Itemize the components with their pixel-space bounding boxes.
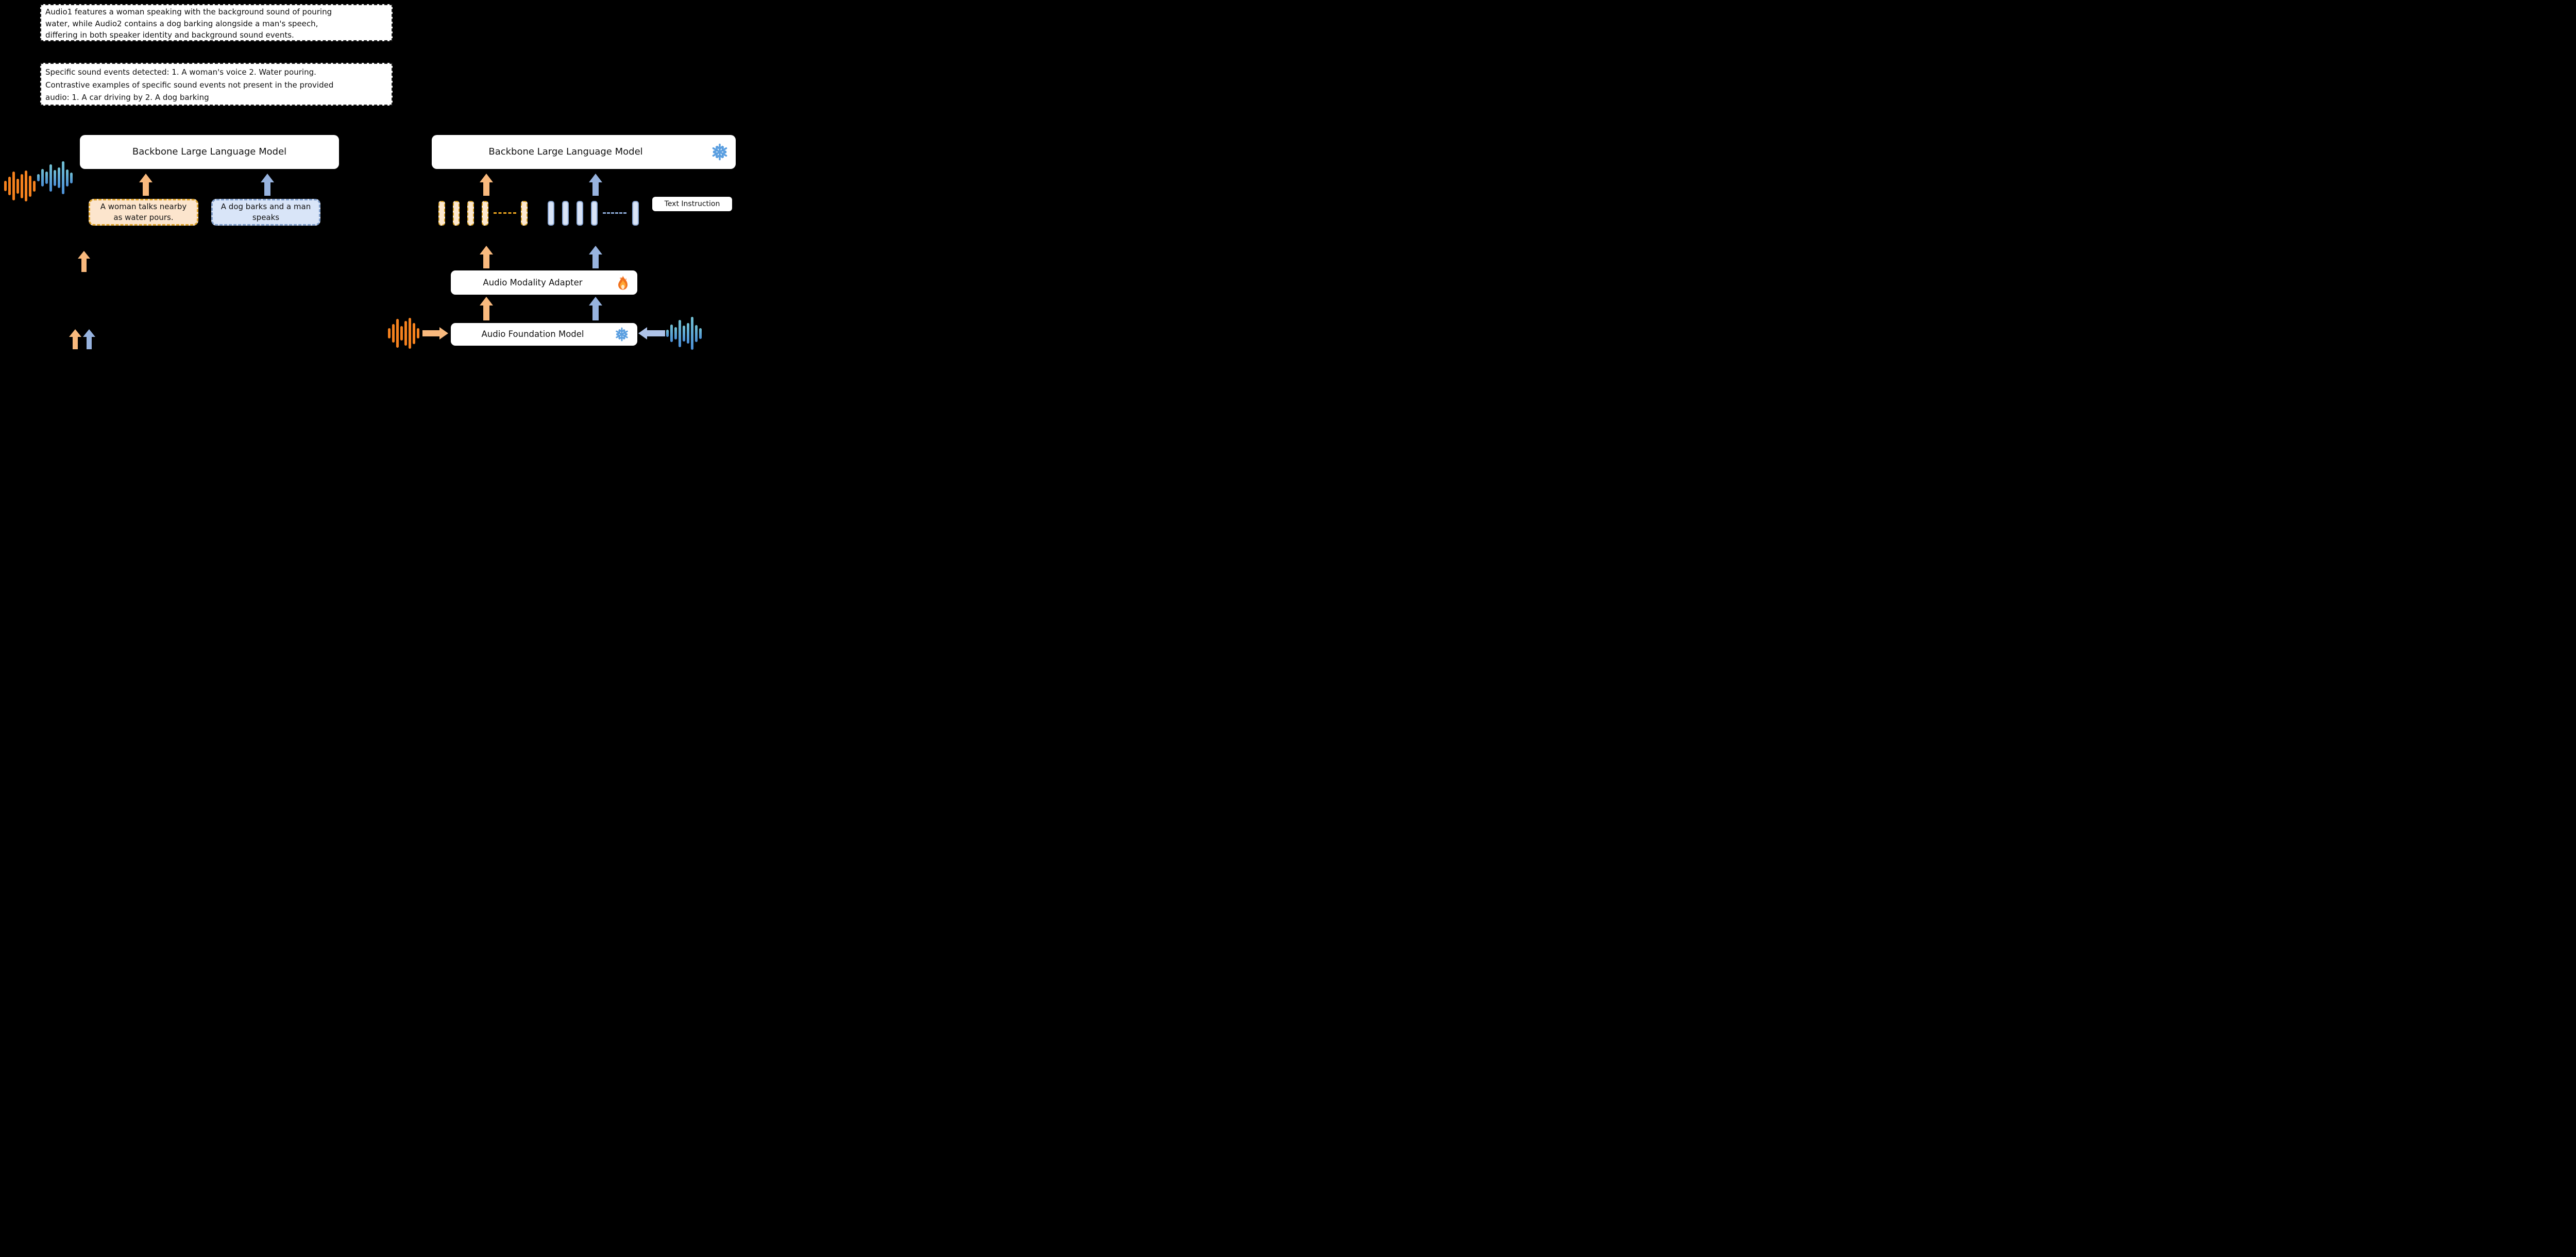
left-backbone-llm-label: Backbone Large Language Model — [132, 146, 287, 158]
blue-audio-to-foundation-arrow — [638, 327, 665, 339]
bottom-blue-arrow — [82, 329, 95, 349]
snowflake-icon — [711, 143, 728, 161]
audio-foundation-model-box: Audio Foundation Model — [451, 323, 637, 346]
right-backbone-llm-label: Backbone Large Language Model — [488, 146, 643, 158]
audio-foundation-model-label: Audio Foundation Model — [481, 329, 584, 339]
orange-waveform-icon — [4, 170, 36, 202]
audio-token — [591, 201, 598, 226]
audio-modality-adapter-label: Audio Modality Adapter — [483, 277, 583, 287]
orange-waveform-icon — [388, 317, 419, 350]
audio-token — [482, 201, 488, 226]
blue-tokens-to-llm-arrow — [589, 174, 602, 196]
audio-token — [453, 201, 460, 226]
blue-waveform-icon — [666, 315, 702, 351]
audio-description-prompt-box: Audio1 features a woman speaking with th… — [40, 4, 393, 41]
fire-icon — [617, 275, 629, 291]
audio-token — [467, 201, 474, 226]
audio-token — [548, 201, 554, 226]
bottom-orange-arrow — [69, 329, 81, 349]
ellipsis-dashes — [494, 212, 516, 214]
diagram-canvas: Audio1 features a woman speaking with th… — [0, 0, 808, 371]
blue-foundation-to-adapter-arrow — [589, 297, 602, 320]
blue-adapter-to-tokens-arrow — [589, 246, 602, 268]
snowflake-icon — [615, 327, 629, 342]
blue-caption-to-llm-arrow — [261, 174, 274, 196]
blue-caption-box: A dog barks and a man speaks — [211, 199, 320, 226]
orange-audio-to-foundation-arrow — [422, 327, 448, 339]
audio-modality-adapter-box: Audio Modality Adapter — [451, 270, 637, 295]
text-instruction-label: Text Instruction — [664, 199, 720, 208]
audio-token — [562, 201, 569, 226]
audio-token — [438, 201, 445, 226]
orange-caption-to-llm-arrow — [139, 174, 152, 196]
orange-foundation-to-adapter-arrow — [480, 297, 493, 320]
ellipsis-dashes — [603, 212, 626, 214]
audio-token — [577, 201, 583, 226]
right-backbone-llm-box: Backbone Large Language Model — [432, 135, 736, 169]
orange-data-flow-arrow — [78, 251, 90, 272]
orange-tokens-to-llm-arrow — [480, 174, 493, 196]
blue-waveform-icon — [37, 161, 73, 195]
sound-event-prompt-box: Specific sound events detected: 1. A wom… — [40, 63, 393, 106]
left-backbone-llm-box: Backbone Large Language Model — [80, 135, 339, 169]
text-instruction-box: Text Instruction — [652, 197, 732, 211]
orange-adapter-to-tokens-arrow — [480, 246, 493, 268]
orange-caption-box: A woman talks nearby as water pours. — [89, 199, 198, 226]
audio-token — [632, 201, 639, 226]
audio-token — [521, 201, 528, 226]
